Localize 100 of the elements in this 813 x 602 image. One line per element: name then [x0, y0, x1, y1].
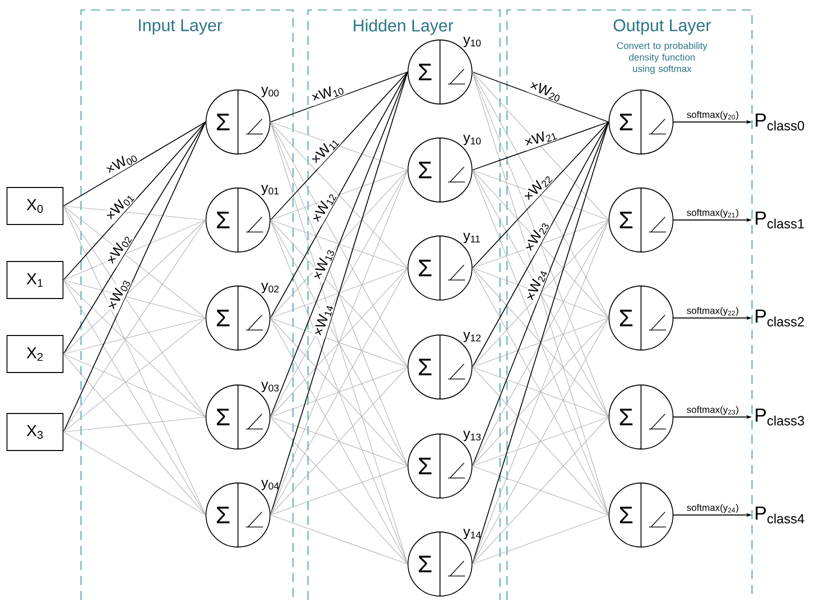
- connection-line: [63, 280, 206, 418]
- class-probability: P$_{class2}$: [756, 310, 804, 326]
- connection-line: [472, 268, 609, 516]
- connection-line: [270, 220, 408, 368]
- input-box: X$_{0}$: [6, 187, 64, 225]
- connection-line: [472, 466, 609, 516]
- connection-line: [63, 416, 206, 432]
- connection-line: [472, 170, 609, 418]
- connection-line: [472, 72, 609, 220]
- layer-heading: Input Layer: [139, 19, 222, 35]
- edge-label: softmax(y$_{20}$): [686, 110, 740, 121]
- connection-line: [472, 72, 609, 318]
- connection-line: [270, 220, 408, 466]
- layer-band: [307, 9, 501, 600]
- edge-label: softmax(y$_{24}$): [686, 502, 740, 514]
- output-label: y$_{14}$: [463, 528, 481, 540]
- sum-symbol: Σ: [216, 310, 230, 326]
- connection-line: [270, 366, 408, 418]
- output-label: y$_{10}$: [463, 134, 481, 146]
- class-probability: P$_{class1}$: [756, 212, 804, 228]
- connection-line: [270, 514, 408, 564]
- connection-line: [472, 318, 609, 466]
- connection-line: [270, 220, 408, 268]
- output-label: y$_{03}$: [261, 382, 279, 392]
- sum-symbol: Σ: [418, 358, 432, 376]
- connection-line: [63, 206, 206, 516]
- layer-heading: Output Layer: [614, 19, 711, 35]
- connection-line: [270, 318, 408, 564]
- connection-line: [270, 122, 408, 564]
- connection-line: [63, 354, 206, 516]
- output-label: y$_{01}$: [261, 184, 279, 196]
- sum-symbol: Σ: [620, 212, 632, 228]
- connection-line: [270, 72, 408, 318]
- connection-line: [270, 220, 408, 564]
- connection-line: [472, 268, 609, 318]
- neuron-circle: [608, 482, 674, 548]
- connection-line: [270, 466, 408, 516]
- connection-line: [63, 280, 206, 318]
- class-probability: P$_{class4}$: [756, 506, 804, 524]
- connection-line: [472, 72, 609, 516]
- connection-line: [472, 170, 609, 516]
- sum-symbol: Σ: [418, 556, 432, 572]
- weight-label: ×W$_{21}$: [522, 126, 560, 151]
- weight-label: ×W$_{23}$: [522, 218, 552, 256]
- sum-symbol: Σ: [216, 506, 230, 524]
- neuron-circle: [608, 90, 674, 154]
- output-label: y$_{10}$: [463, 36, 481, 48]
- weight-label: ×W$_{13}$: [310, 246, 336, 284]
- input-box: X$_{3}$: [6, 413, 64, 451]
- sum-symbol: Σ: [418, 260, 432, 276]
- connection-line: [472, 366, 609, 418]
- connection-line: [63, 122, 206, 432]
- connection-line: [63, 280, 206, 516]
- connection-line: [63, 122, 206, 280]
- connection-line: [270, 72, 408, 516]
- weight-label: ×W$_{12}$: [309, 189, 338, 226]
- class-probability: P$_{class0}$: [756, 114, 804, 130]
- connection-line: [472, 72, 609, 418]
- connection-line: [63, 432, 206, 516]
- connection-line: [270, 366, 408, 516]
- layer-band: [506, 9, 753, 600]
- connection-line: [270, 122, 408, 466]
- weight-label: ×W$_{00}$: [102, 148, 140, 178]
- weight-label: ×W$_{11}$: [308, 134, 342, 168]
- neuron-circle: [608, 188, 674, 252]
- connection-line: [472, 318, 609, 564]
- sum-symbol: Σ: [620, 408, 632, 426]
- connection-line: [472, 122, 609, 466]
- connection-line: [472, 220, 609, 268]
- sum-symbol: Σ: [620, 506, 632, 524]
- weight-label: ×W$_{01}$: [103, 189, 137, 224]
- connection-line: [63, 206, 206, 318]
- connection-line: [63, 122, 206, 206]
- connection-line: [472, 416, 609, 466]
- weight-label: ×W$_{02}$: [104, 231, 134, 268]
- connection-line: [472, 122, 609, 564]
- output-label: y$_{11}$: [463, 232, 480, 244]
- connection-line: [63, 220, 206, 354]
- connection-line: [270, 72, 408, 122]
- output-label: y$_{02}$: [261, 282, 279, 294]
- connection-line: [270, 122, 408, 170]
- neuron-circle: [608, 286, 674, 350]
- connection-line: [63, 354, 206, 418]
- sum-symbol: Σ: [620, 114, 632, 130]
- output-label: y$_{13}$: [463, 430, 481, 442]
- output-label: y$_{04}$: [261, 480, 279, 490]
- weight-label: ×W$_{10}$: [308, 81, 346, 106]
- connection-line: [63, 318, 206, 354]
- connection-line: [63, 122, 206, 354]
- note-text: Convert to probability density function using softmax: [617, 42, 708, 74]
- connection-line: [270, 170, 408, 516]
- edge-label: softmax(y$_{22}$): [686, 306, 740, 317]
- connection-line: [472, 122, 609, 268]
- sum-symbol: Σ: [418, 64, 432, 80]
- layer-heading: Hidden Layer: [354, 19, 454, 35]
- sum-symbol: Σ: [620, 310, 632, 326]
- connection-line: [472, 220, 609, 564]
- sum-symbol: Σ: [418, 162, 432, 178]
- connection-line: [472, 220, 609, 466]
- output-label: y$_{00}$: [261, 86, 279, 98]
